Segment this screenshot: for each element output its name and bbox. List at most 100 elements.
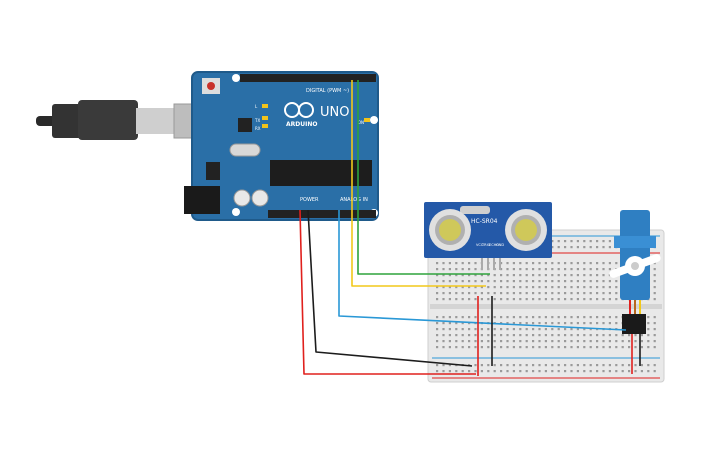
- breadboard-hole: [519, 340, 522, 343]
- breadboard-hole: [557, 280, 560, 283]
- breadboard-hole: [506, 268, 509, 271]
- wire-black-gnd: [307, 209, 473, 367]
- breadboard-hole: [583, 268, 586, 271]
- breadboard-hole: [506, 274, 509, 277]
- breadboard-hole: [544, 274, 547, 277]
- breadboard-hole: [474, 364, 477, 367]
- breadboard-hole: [551, 286, 554, 289]
- breadboard-hole: [480, 328, 483, 331]
- breadboard-hole: [538, 346, 541, 349]
- breadboard-hole: [448, 286, 451, 289]
- breadboard-hole: [519, 370, 522, 373]
- breadboard-hole: [589, 346, 592, 349]
- breadboard-hole: [564, 274, 567, 277]
- arduino-uno-board: ARDUINO UNO ON DIGITAL (PWM ~) POWER ANA…: [184, 71, 379, 221]
- breadboard-hole: [602, 340, 605, 343]
- breadboard-hole: [500, 346, 503, 349]
- breadboard-hole: [557, 316, 560, 319]
- breadboard-hole: [442, 340, 445, 343]
- breadboard-hole: [570, 328, 573, 331]
- breadboard-hole: [608, 298, 611, 301]
- breadboard-hole: [583, 334, 586, 337]
- breadboard-hole: [436, 298, 439, 301]
- breadboard-hole: [538, 268, 541, 271]
- breadboard-hole: [557, 370, 560, 373]
- breadboard-hole: [480, 292, 483, 295]
- breadboard-hole: [487, 346, 490, 349]
- breadboard-hole: [480, 316, 483, 319]
- breadboard-hole: [589, 364, 592, 367]
- breadboard-hole: [474, 292, 477, 295]
- breadboard-hole: [576, 298, 579, 301]
- breadboard-hole: [436, 364, 439, 367]
- breadboard-hole: [519, 346, 522, 349]
- breadboard-hole: [653, 346, 656, 349]
- breadboard-hole: [532, 328, 535, 331]
- breadboard-hole: [442, 334, 445, 337]
- breadboard-hole: [493, 334, 496, 337]
- breadboard-hole: [589, 316, 592, 319]
- breadboard-hole: [538, 316, 541, 319]
- breadboard-hole: [538, 274, 541, 277]
- breadboard-hole: [564, 280, 567, 283]
- breadboard-hole: [602, 346, 605, 349]
- breadboard-hole: [442, 292, 445, 295]
- breadboard-hole: [608, 340, 611, 343]
- breadboard-hole: [493, 292, 496, 295]
- breadboard-hole: [653, 274, 656, 277]
- breadboard-hole: [500, 274, 503, 277]
- breadboard-hole: [474, 262, 477, 265]
- breadboard-hole: [551, 370, 554, 373]
- breadboard-hole: [442, 322, 445, 325]
- breadboard-hole: [653, 262, 656, 265]
- breadboard-hole: [551, 280, 554, 283]
- breadboard-hole: [525, 286, 528, 289]
- pin-label-gnd: GND: [496, 243, 504, 247]
- breadboard-hole: [455, 316, 458, 319]
- breadboard-hole: [506, 364, 509, 367]
- breadboard-hole: [647, 328, 650, 331]
- breadboard-hole: [608, 322, 611, 325]
- breadboard-hole: [608, 364, 611, 367]
- breadboard-hole: [493, 328, 496, 331]
- breadboard-hole: [500, 268, 503, 271]
- breadboard-hole: [455, 322, 458, 325]
- breadboard-hole: [448, 268, 451, 271]
- breadboard-hole: [455, 274, 458, 277]
- breadboard-hole: [468, 292, 471, 295]
- breadboard-hole: [436, 322, 439, 325]
- breadboard-hole: [468, 262, 471, 265]
- breadboard-hole: [474, 328, 477, 331]
- breadboard-hole: [589, 370, 592, 373]
- breadboard-hole: [621, 364, 624, 367]
- breadboard-hole: [493, 370, 496, 373]
- breadboard-hole: [525, 274, 528, 277]
- pin-label-trig: TRIG: [481, 243, 491, 247]
- breadboard-hole: [570, 292, 573, 295]
- breadboard-hole: [602, 246, 605, 249]
- breadboard-hole: [532, 274, 535, 277]
- breadboard-hole: [570, 346, 573, 349]
- breadboard-hole: [653, 334, 656, 337]
- breadboard-hole: [538, 334, 541, 337]
- breadboard-hole: [634, 346, 637, 349]
- breadboard-hole: [570, 322, 573, 325]
- breadboard-hole: [436, 268, 439, 271]
- breadboard-hole: [615, 298, 618, 301]
- breadboard-hole: [640, 364, 643, 367]
- breadboard-hole: [589, 334, 592, 337]
- breadboard-hole: [640, 340, 643, 343]
- breadboard-hole: [615, 340, 618, 343]
- breadboard-hole: [525, 340, 528, 343]
- breadboard-hole: [487, 328, 490, 331]
- breadboard-hole: [596, 286, 599, 289]
- breadboard-hole: [551, 262, 554, 265]
- breadboard-hole: [634, 370, 637, 373]
- breadboard-hole: [576, 286, 579, 289]
- breadboard-hole: [442, 268, 445, 271]
- breadboard-hole: [589, 274, 592, 277]
- breadboard-hole: [448, 322, 451, 325]
- breadboard-hole: [557, 334, 560, 337]
- breadboard-hole: [653, 370, 656, 373]
- breadboard-hole: [596, 334, 599, 337]
